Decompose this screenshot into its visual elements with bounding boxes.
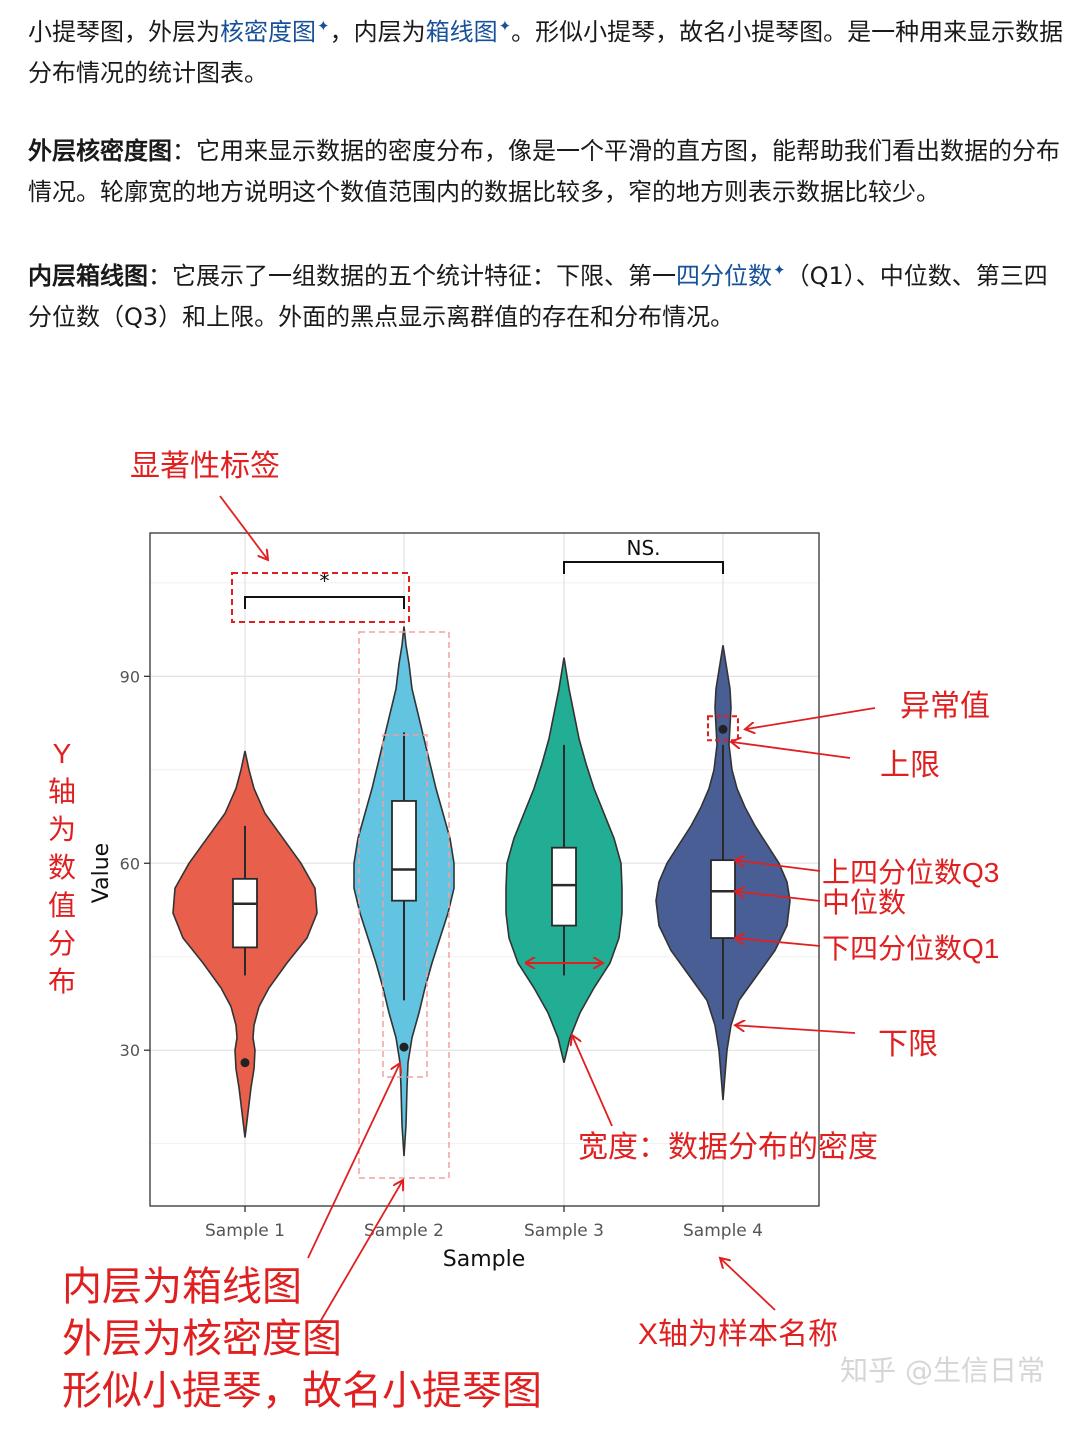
plot-border	[149, 532, 820, 1207]
median-note: 中位数	[822, 887, 906, 918]
annotation-arrow	[720, 1258, 776, 1311]
inner-box-paragraph: 内层箱线图：它展示了一组数据的五个统计特征：下限、第一四分位数✦（Q1）、中位数…	[28, 250, 1068, 338]
significance-highlight-box	[231, 572, 410, 623]
annotation-arrow	[735, 860, 821, 872]
intro-text-1: 小提琴图，外层为	[28, 18, 220, 46]
bottom-note-line2: 外层为核密度图	[62, 1317, 342, 1361]
x-axis-note: X轴为样本名称	[638, 1318, 838, 1351]
significance-note: 显著性标签	[130, 450, 280, 483]
quartile-link[interactable]: 四分位数✦	[676, 261, 786, 290]
intro-text-2: ，内层为	[329, 18, 426, 46]
outlier-highlight-box	[707, 715, 739, 742]
violin-2	[353, 626, 455, 1157]
y-axis-note-char: 为	[48, 814, 76, 845]
annotation-arrow	[735, 1025, 856, 1034]
annotation-arrow	[735, 891, 821, 902]
violin-1	[172, 750, 318, 1138]
annotation-arrow	[307, 1063, 400, 1259]
significance-bracket	[244, 596, 405, 609]
box-iqr	[391, 800, 417, 902]
y-axis-note-char: 值	[48, 890, 76, 921]
y-tick-label: 30	[120, 1041, 140, 1060]
box-iqr	[232, 877, 258, 949]
y-axis-note-char: 分	[48, 928, 76, 959]
y-axis-note-char: 轴	[48, 776, 76, 807]
x-axis-title: Sample	[443, 1247, 526, 1272]
outlier-note: 异常值	[900, 690, 990, 723]
annotation-arrow	[319, 1180, 403, 1323]
x-tick-label: Sample 1	[205, 1221, 285, 1241]
inner-box-text-1: ：它展示了一组数据的五个统计特征：下限、第一	[148, 262, 676, 290]
inner-box-heading: 内层箱线图	[28, 262, 148, 290]
box-iqr	[710, 859, 736, 939]
significance-bracket	[563, 561, 724, 574]
annotation-arrow	[731, 742, 851, 759]
box-iqr	[551, 846, 577, 927]
lower-limit-note: 下限	[878, 1028, 938, 1061]
y-tick-label: 90	[120, 667, 140, 686]
spark-icon: ✦	[773, 261, 786, 279]
y-tick-label: 60	[120, 854, 140, 873]
kde-highlight-box	[358, 631, 450, 1179]
annotation-arrow	[735, 938, 821, 947]
width-note: 宽度：数据分布的密度	[578, 1131, 878, 1164]
intro-text-3: 。形似小提琴，故名小提琴图。是一种用来显示数据分布情况的统计图表。	[28, 18, 1064, 87]
annotation-arrow	[745, 707, 876, 729]
boxplot-highlight-box	[382, 734, 428, 1078]
outlier-point	[718, 724, 728, 734]
upper-limit-note: 上限	[880, 749, 940, 782]
outer-kde-paragraph: 外层核密度图：它用来显示数据的密度分布，像是一个平滑的直方图，能帮助我们看出数据…	[28, 131, 1068, 213]
annotation-arrow	[219, 495, 268, 560]
q3-note: 上四分位数Q3	[822, 857, 999, 888]
x-tick-label: Sample 4	[683, 1221, 763, 1241]
x-tick-label: Sample 2	[364, 1221, 444, 1241]
q1-note: 下四分位数Q1	[822, 933, 999, 964]
outer-kde-heading: 外层核密度图	[28, 137, 172, 165]
y-axis-note-char: Y	[53, 738, 72, 769]
intro-paragraph: 小提琴图，外层为核密度图✦，内层为箱线图✦。形似小提琴，故名小提琴图。是一种用来…	[28, 6, 1068, 94]
zhihu-watermark: 知乎 @生信日常	[840, 1354, 1045, 1387]
y-axis-note-char: 布	[48, 966, 76, 997]
significance-label: *	[320, 569, 330, 593]
spark-icon: ✦	[317, 17, 330, 35]
outer-kde-text: ：它用来显示数据的密度分布，像是一个平滑的直方图，能帮助我们看出数据的分布情况。…	[28, 137, 1060, 206]
significance-label: NS.	[626, 536, 660, 560]
bottom-note-line3: 形似小提琴，故名小提琴图	[62, 1369, 542, 1413]
violin-4	[655, 645, 791, 1101]
inner-box-text-2: （Q1）、中位数、第三四分位数（Q3）和上限。外面的黑点显示离群值的存在和分布情…	[28, 262, 1048, 331]
outlier-point	[240, 1058, 250, 1068]
bottom-note-line1: 内层为箱线图	[62, 1265, 302, 1309]
annotation-arrow	[572, 1035, 613, 1127]
y-axis-note-char: 数	[48, 852, 76, 883]
kde-link[interactable]: 核密度图✦	[220, 17, 330, 46]
x-tick-label: Sample 3	[524, 1221, 604, 1241]
y-axis-title: Value	[89, 843, 114, 903]
spark-icon: ✦	[498, 17, 512, 35]
article-body: 小提琴图，外层为核密度图✦，内层为箱线图✦。形似小提琴，故名小提琴图。是一种用来…	[28, 6, 1068, 375]
boxplot-link[interactable]: 箱线图✦	[425, 17, 512, 46]
outlier-point	[399, 1042, 409, 1052]
